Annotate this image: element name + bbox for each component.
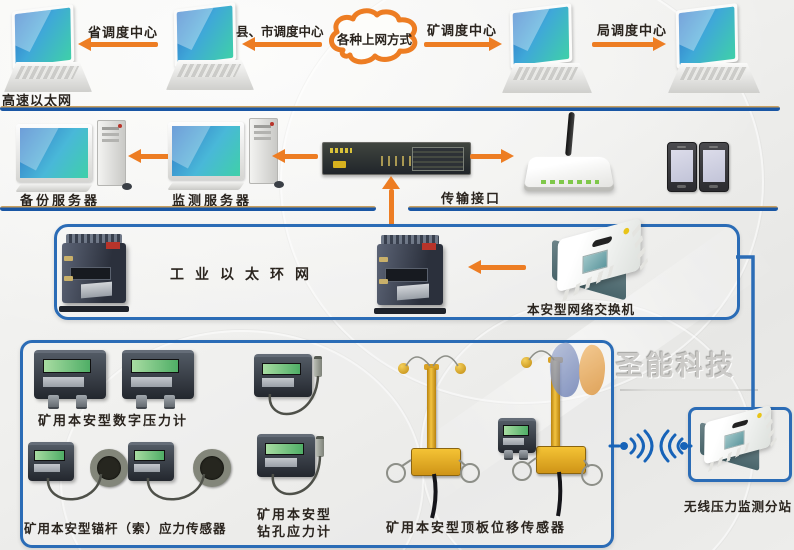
anchor-stress-sensor [28,442,74,481]
laptop-screen [675,3,739,69]
anchor-ring-transducer [90,449,128,487]
borehole-stress-gauge [257,434,315,477]
laptop-mine-center [502,3,592,97]
label-backup-server: 备份服务器 [20,194,101,209]
laptop-base [4,62,92,92]
watermark-underline [620,389,758,391]
roof-sensor-pole [427,368,436,452]
anchor-stress-sensor [128,442,174,481]
label-industrial-ring: 工业以太环网 [170,267,320,283]
arrow-to-router [470,149,514,163]
roof-sensor-ball [455,363,466,374]
ring-switch-device-right [374,235,446,314]
roof-sensor-ball [521,357,532,368]
router-antenna [565,111,575,157]
laptop-screen [11,4,75,70]
internet-cloud: 各种上网方式 [323,6,425,70]
tower [97,120,126,186]
label-mine-center: 矿调度中心 [427,24,498,39]
monitor [168,122,244,180]
label-high-speed-ethernet: 高速以太网 [2,94,73,109]
high-speed-ethernet-line [0,106,780,111]
laptop-base [668,63,760,93]
borehole-probe [316,436,324,457]
router-leds [541,180,599,184]
borehole-stress-gauge [254,354,312,397]
monitor-server-computer [167,118,284,190]
roof-sensor-ball [398,363,409,374]
laptop-base [166,60,254,90]
keyboard [167,182,245,190]
label-bureau-center: 局调度中心 [597,24,668,39]
wireless-station-device [700,404,777,473]
roof-sensor-body [411,448,461,476]
laptop-base [502,63,592,93]
laptop-screen [509,3,573,69]
wireless-router [524,111,615,196]
label-safe-network-switch: 本安型网络交换机 [527,302,636,317]
watermark-brand: 圣能科技 [616,351,736,382]
label-roof-displacement-sensor: 矿用本安型顶板位移传感器 [386,521,567,536]
mobile-phone [667,142,697,192]
transmission-line-right [408,206,778,211]
label-anchor-stress-sensor: 矿用本安型锚杆（索）应力传感器 [24,521,227,536]
borehole-probe [314,356,322,377]
arrow-to-mine [424,37,502,51]
switch-badge [333,161,346,168]
arrow-up-to-switch [382,176,400,227]
mouse [274,181,284,188]
logo-emblem-orange [576,343,608,397]
switch-logo [330,148,352,153]
anchor-ring-transducer [193,449,231,487]
roof-sensor-body [536,446,586,474]
safe-network-switch-device [552,217,649,302]
label-transmission-interface: 传输接口 [441,192,502,207]
mouse [122,183,132,190]
label-provincial-center: 省调度中心 [88,26,159,41]
label-borehole-gauge-line1: 矿用本安型 [257,508,333,523]
arrow-to-ring-device [468,260,526,274]
digital-pressure-gauge [34,350,106,409]
mobile-phone [699,142,729,192]
transmission-line-left [0,206,376,211]
roof-sensor-pole-cap [424,364,439,370]
switch-label-panel [412,147,464,171]
arrow-to-county-city [242,37,322,51]
laptop-screen [173,2,237,68]
label-digital-pressure-gauge: 矿用本安型数字压力计 [38,414,189,429]
arrow-to-provincial [78,37,158,51]
watermark-logo: 圣能科技 [546,341,762,399]
label-internet-cloud: 各种上网方式 [337,32,413,47]
arrow-to-backup-server [128,149,170,163]
switch-leds [381,156,425,166]
roof-sensor-pole [551,361,560,448]
laptop-bureau-center [668,3,760,97]
ground-transmission-switch [322,142,471,175]
label-monitor-server: 监测服务器 [172,194,253,209]
roof-sensor-readout [498,418,536,460]
laptop-provincial-center [4,4,92,96]
cloud-icon [329,8,418,65]
label-borehole-gauge-line2: 钻孔应力计 [257,525,333,540]
monitor [16,124,92,182]
laptop-county-city-center [166,2,254,94]
ring-switch-device-left [59,234,129,312]
label-county-city-center: 县、市调度中心 [236,24,324,39]
arrow-to-bureau [592,37,666,51]
label-wireless-station: 无线压力监测分站 [684,499,793,514]
backup-server-computer [15,120,132,192]
digital-pressure-gauge [122,350,194,409]
arrow-to-monitor-server [272,149,318,163]
